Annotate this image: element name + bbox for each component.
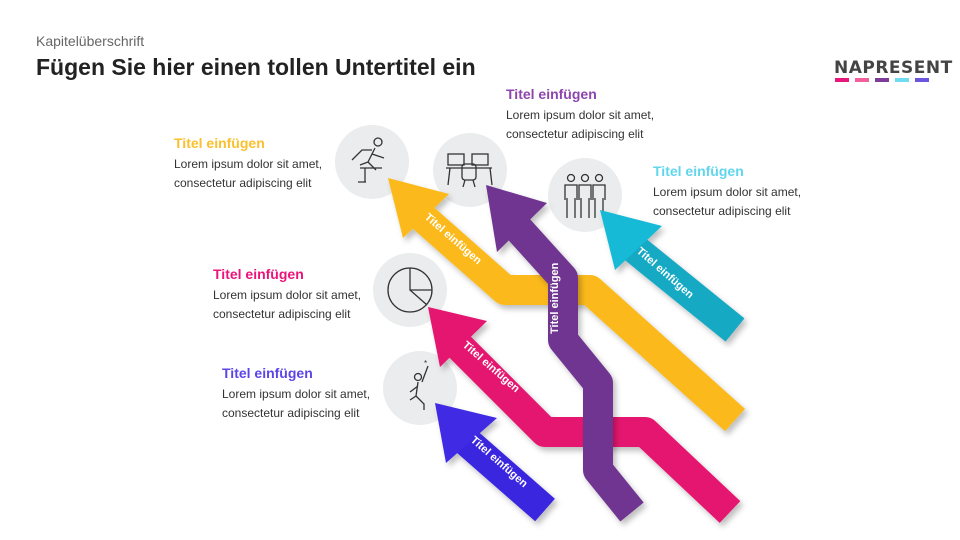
logo: NAPRESENT (834, 58, 953, 78)
text-block-5: Titel einfügen Lorem ipsum dolor sit ame… (222, 365, 422, 423)
block-title: Titel einfügen (213, 266, 304, 282)
text-block-4: Titel einfügen Lorem ipsum dolor sit ame… (213, 266, 413, 324)
arrow-yellow (388, 178, 746, 432)
block-text-1: Lorem ipsum dolor sit amet, (213, 288, 362, 302)
workstation-icon (446, 153, 493, 188)
block-text-1: Lorem ipsum dolor sit amet, (506, 108, 655, 122)
block-text-2: consectetur adipiscing elit (174, 176, 312, 190)
pie-chart-icon (387, 267, 433, 313)
arrow-blue (435, 403, 555, 522)
text-block-1: Titel einfügen Lorem ipsum dolor sit ame… (174, 135, 374, 193)
team-icon (564, 173, 606, 218)
block-text-2: consectetur adipiscing elit (222, 406, 360, 420)
text-block-2: Titel einfügen Lorem ipsum dolor sit ame… (506, 86, 706, 144)
arrow-cyan (600, 210, 745, 342)
block-text-1: Lorem ipsum dolor sit amet, (174, 157, 323, 171)
arrow-purple (486, 185, 644, 522)
block-text-2: consectetur adipiscing elit (506, 127, 644, 141)
hurdle-runner-icon (351, 137, 385, 183)
block-title: Titel einfügen (506, 86, 597, 102)
block-text-2: consectetur adipiscing elit (213, 307, 351, 321)
reaching-star-icon: * (409, 359, 429, 410)
block-title: Titel einfügen (222, 365, 313, 381)
chapter-heading: Kapitelüberschrift (36, 33, 145, 49)
page-title: Fügen Sie hier einen tollen Untertitel e… (36, 54, 476, 80)
block-text-1: Lorem ipsum dolor sit amet, (653, 185, 802, 199)
block-title: Titel einfügen (653, 163, 744, 179)
block-title: Titel einfügen (174, 135, 265, 151)
block-text-1: Lorem ipsum dolor sit amet, (222, 387, 371, 401)
svg-text:*: * (424, 359, 427, 368)
arrow-label: Titel einfügen (549, 262, 561, 334)
logo-color-bars (835, 78, 929, 82)
text-block-3: Titel einfügen Lorem ipsum dolor sit ame… (653, 163, 853, 221)
block-text-2: consectetur adipiscing elit (653, 204, 791, 218)
